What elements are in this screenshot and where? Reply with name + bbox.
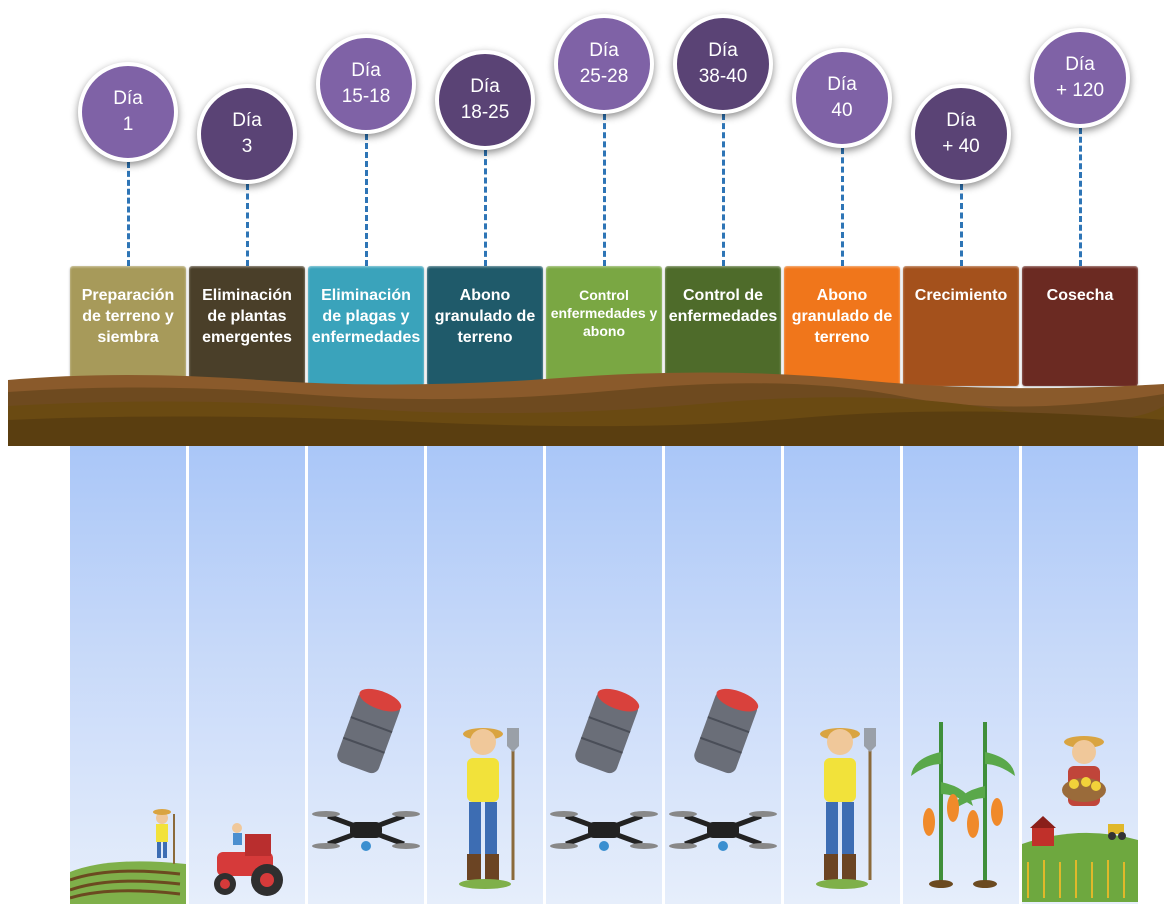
- panel-divider: [900, 440, 902, 904]
- stage-box: Crecimiento: [903, 266, 1019, 386]
- corn-plant-icon: [903, 712, 1019, 897]
- stage-label: Control de enfermedades: [668, 287, 778, 325]
- tractor-icon: [189, 794, 305, 909]
- farmer-field-icon: [69, 794, 186, 909]
- drone-barrel-icon: [665, 684, 781, 889]
- panel-divider: [186, 440, 188, 904]
- harvest-farmer-icon: [1022, 732, 1138, 907]
- stage-box: Control enfermedades y abono: [546, 266, 662, 386]
- day-label: Día: [470, 76, 500, 98]
- stage-label: Abono granulado de terreno: [434, 287, 536, 346]
- day-range: 15-18: [341, 86, 391, 107]
- day-range: 18-25: [460, 102, 510, 123]
- panel-divider: [662, 440, 664, 904]
- day-label: Día: [232, 110, 262, 132]
- day-label: Día: [1065, 54, 1095, 76]
- timeline-connector: [841, 148, 844, 266]
- day-range: 38-40: [698, 66, 748, 87]
- stage-box: Eliminación de plagas y enfermedades: [308, 266, 424, 386]
- day-label: Día: [589, 40, 619, 62]
- day-label: Día: [113, 88, 143, 110]
- timeline-connector: [1079, 128, 1082, 266]
- timeline-connector: [960, 184, 963, 266]
- panel-divider: [424, 440, 426, 904]
- panel-divider: [1019, 440, 1021, 904]
- day-badge: Día + 40: [911, 84, 1011, 184]
- panel-divider: [543, 440, 545, 904]
- day-range: 1: [122, 114, 134, 135]
- timeline-connector: [127, 162, 130, 266]
- day-badge: Día 38-40: [673, 14, 773, 114]
- day-badge: Día 25-28: [554, 14, 654, 114]
- day-badge: Día 1: [78, 62, 178, 162]
- day-label: Día: [946, 110, 976, 132]
- stage-panel: [189, 440, 305, 904]
- stage-label: Crecimiento: [914, 287, 1008, 304]
- timeline-connector: [246, 184, 249, 266]
- stage-box: Abono granulado de terreno: [784, 266, 900, 386]
- day-range: + 120: [1055, 80, 1105, 101]
- day-label: Día: [827, 74, 857, 96]
- day-badge: Día 40: [792, 48, 892, 148]
- drone-barrel-icon: [308, 684, 424, 889]
- stage-panel: [903, 440, 1019, 904]
- day-badge: Día + 120: [1030, 28, 1130, 128]
- stage-box: Abono granulado de terreno: [427, 266, 543, 386]
- stage-label: Eliminación de plantas emergentes: [202, 287, 292, 346]
- timeline-connector: [603, 114, 606, 266]
- stage-label: Eliminación de plagas y enfermedades: [311, 287, 421, 346]
- day-badge: Día 15-18: [316, 34, 416, 134]
- panel-divider: [305, 440, 307, 904]
- stage-label: Preparación de terreno y siembra: [81, 287, 175, 346]
- soil-band: [8, 372, 1164, 446]
- stage-box: Eliminación de plantas emergentes: [189, 266, 305, 386]
- farmer-shovel-icon: [784, 720, 900, 895]
- day-range: 25-28: [579, 66, 629, 87]
- panel-divider: [781, 440, 783, 904]
- stage-label: Abono granulado de terreno: [791, 287, 893, 346]
- stage-box: Control de enfermedades: [665, 266, 781, 386]
- day-range: + 40: [942, 136, 980, 157]
- farmer-shovel-icon: [427, 720, 543, 895]
- day-range: 3: [241, 136, 253, 157]
- day-range: 40: [831, 100, 853, 121]
- stage-box: Cosecha: [1022, 266, 1138, 386]
- stage-label: Control enfermedades y abono: [550, 287, 658, 340]
- drone-barrel-icon: [546, 684, 662, 889]
- timeline-connector: [365, 134, 368, 266]
- timeline-connector: [722, 114, 725, 266]
- day-label: Día: [351, 60, 381, 82]
- stage-box: Preparación de terreno y siembra: [70, 266, 186, 386]
- day-badge: Día 18-25: [435, 50, 535, 150]
- day-badge: Día 3: [197, 84, 297, 184]
- stage-label: Cosecha: [1046, 287, 1114, 304]
- timeline-connector: [484, 150, 487, 266]
- day-label: Día: [708, 40, 738, 62]
